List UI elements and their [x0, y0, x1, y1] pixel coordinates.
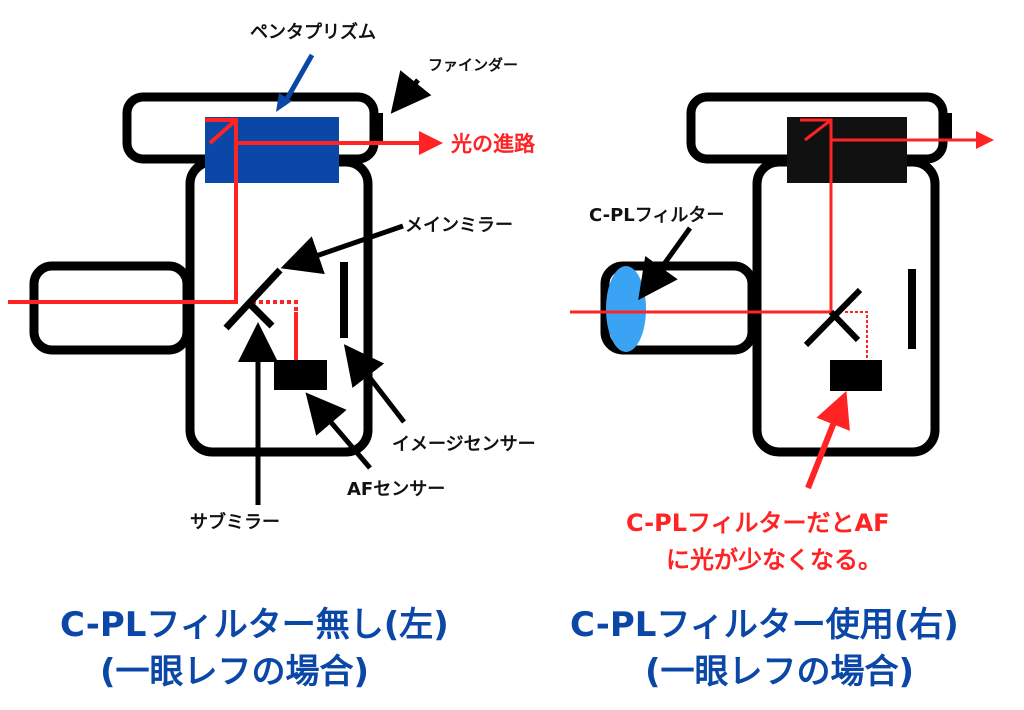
left-caption-line2: (一眼レフの場合) — [100, 652, 369, 692]
light-path-af — [252, 300, 298, 360]
image-sensor — [340, 262, 348, 338]
image-sensor-pointer — [343, 344, 406, 424]
af-sensor-pointer — [305, 392, 372, 470]
right-caption-line2: (一眼レフの場合) — [645, 652, 914, 692]
light-path-prism — [208, 118, 238, 145]
label-finder: ファインダー — [428, 56, 518, 74]
light-path — [570, 118, 833, 314]
light-path-af — [845, 311, 868, 360]
label-light-path: 光の進路 — [450, 132, 536, 156]
af-note-pointer — [805, 390, 850, 490]
label-sub-mirror: サブミラー — [190, 511, 280, 533]
image-sensor — [908, 269, 916, 349]
finder-pointer — [390, 70, 432, 114]
pentaprism-pointer-head — [276, 93, 292, 112]
pentaprism — [205, 117, 339, 183]
right-camera — [570, 92, 994, 490]
label-main-mirror: メインミラー — [405, 215, 513, 236]
label-pentaprism: ペンタプリズム — [250, 21, 376, 43]
eyepiece — [942, 113, 952, 141]
label-af-sensor: AFセンサー — [347, 479, 445, 500]
pentaprism-pointer — [281, 53, 315, 106]
af-sensor — [830, 360, 882, 391]
sub-mirror — [828, 309, 861, 343]
pentaprism — [787, 117, 907, 183]
main-mirror — [223, 267, 283, 331]
left-camera — [8, 53, 443, 505]
label-cpl-filter: C-PLフィルター — [589, 205, 724, 226]
af-note-line2: に光が少なくなる。 — [666, 546, 882, 574]
af-note-line1: C-PLフィルターだとAF — [626, 509, 890, 537]
right-caption-line1: C-PLフィルター使用(右) — [570, 605, 959, 645]
lens-barrel — [29, 261, 192, 355]
left-caption-line1: C-PLフィルター無し(左) — [60, 605, 449, 645]
cpl-filter-pointer — [638, 226, 693, 301]
cpl-filter — [606, 266, 646, 352]
eyepiece — [373, 113, 383, 141]
light-path-prism — [804, 118, 832, 142]
label-image-sensor: イメージセンサー — [392, 434, 536, 455]
main-mirror-pointer — [280, 223, 404, 275]
light-path — [8, 118, 238, 304]
af-sensor — [274, 360, 327, 390]
